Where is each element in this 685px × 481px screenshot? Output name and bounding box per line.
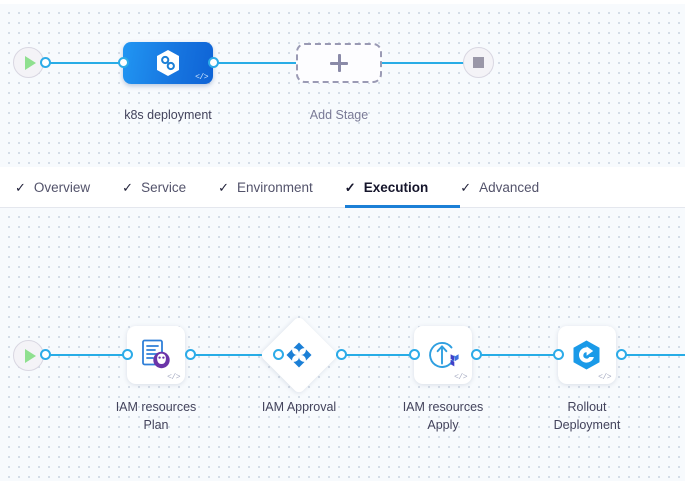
- exec-link-start-to-plan: [44, 354, 132, 356]
- step-rollout-output-port[interactable]: [616, 349, 627, 360]
- step-apply-output-port[interactable]: [471, 349, 482, 360]
- check-icon: ✓: [15, 179, 26, 195]
- stage-link-start-to-stage: [44, 62, 126, 64]
- k8s-rollout-icon: [573, 340, 600, 370]
- tab-service-label: Service: [141, 179, 187, 195]
- tab-service[interactable]: ✓ Service: [122, 167, 218, 207]
- step-node-iam-resources-apply[interactable]: </>: [414, 326, 472, 384]
- tab-advanced[interactable]: ✓ Advanced: [460, 167, 559, 207]
- tab-execution-label: Execution: [363, 179, 429, 195]
- tab-environment[interactable]: ✓ Environment: [218, 167, 345, 207]
- step-approval-output-port[interactable]: [336, 349, 347, 360]
- step-approval-input-port[interactable]: [273, 349, 284, 360]
- step-apply-input-port[interactable]: [409, 349, 420, 360]
- terraform-apply-icon: [429, 342, 459, 368]
- stage-graph-canvas[interactable]: </> k8s deployment Add Stage: [0, 3, 685, 167]
- tab-overview-label: Overview: [33, 179, 91, 195]
- step-code-badge: </>: [167, 373, 180, 382]
- execution-start-port[interactable]: [40, 349, 51, 360]
- step-node-iam-resources-plan[interactable]: </>: [127, 326, 185, 384]
- plus-icon: [330, 54, 348, 72]
- stage-node-label: k8s deployment: [124, 108, 212, 122]
- exec-link-plan-to-approval: [190, 354, 278, 356]
- exec-link-approval-to-apply: [320, 354, 412, 356]
- execution-start-node[interactable]: [13, 340, 44, 371]
- stage-config-tabs[interactable]: ✓ Overview ✓ Service ✓ Environment ✓ Exe…: [0, 167, 685, 208]
- stage-link-add-to-end: [378, 62, 470, 64]
- tab-environment-label: Environment: [237, 179, 313, 195]
- add-stage-label: Add Stage: [309, 108, 369, 122]
- add-stage-button[interactable]: [296, 43, 382, 83]
- exec-link-rollout-to-next: [620, 354, 685, 356]
- stage-node-output-port[interactable]: [208, 57, 219, 68]
- exec-link-apply-to-rollout: [476, 354, 558, 356]
- play-icon: [24, 348, 36, 363]
- stage-node-input-port[interactable]: [118, 57, 129, 68]
- check-icon: ✓: [218, 179, 229, 195]
- stage-start-port[interactable]: [40, 57, 51, 68]
- check-icon: ✓: [122, 179, 134, 195]
- tab-advanced-label: Advanced: [479, 179, 540, 195]
- step-label-iam-approval: IAM Approval: [261, 400, 337, 414]
- harness-hexagon-icon: [157, 50, 179, 76]
- step-label-iam-resources-apply: IAM resources Apply: [402, 400, 484, 432]
- step-node-rollout-deployment[interactable]: </>: [558, 326, 616, 384]
- step-code-badge: </>: [598, 373, 611, 382]
- execution-graph-canvas[interactable]: </> IAM resources Plan IAM Approval: [0, 208, 685, 481]
- stage-end-node[interactable]: [463, 47, 494, 78]
- check-icon: ✓: [460, 179, 472, 195]
- step-label-iam-resources-plan: IAM resources Plan: [115, 400, 197, 432]
- stage-code-badge: </>: [195, 73, 208, 82]
- step-code-badge: </>: [454, 373, 467, 382]
- stage-start-node[interactable]: [13, 47, 44, 78]
- approval-icon-wrap: [285, 341, 313, 369]
- terraform-plan-icon: [142, 339, 170, 369]
- tab-execution[interactable]: ✓ Execution: [344, 167, 461, 208]
- check-icon: ✓: [344, 179, 356, 195]
- step-rollout-input-port[interactable]: [553, 349, 564, 360]
- step-plan-output-port[interactable]: [185, 349, 196, 360]
- step-label-rollout-deployment: Rollout Deployment: [553, 400, 621, 432]
- play-icon: [24, 55, 36, 70]
- approval-clover-icon: [286, 342, 312, 368]
- step-plan-input-port[interactable]: [122, 349, 133, 360]
- stop-icon: [473, 57, 484, 68]
- stage-node-k8s-deployment[interactable]: </>: [123, 42, 213, 84]
- tab-overview[interactable]: ✓ Overview: [0, 167, 122, 207]
- stage-link-stage-to-add: [212, 62, 300, 64]
